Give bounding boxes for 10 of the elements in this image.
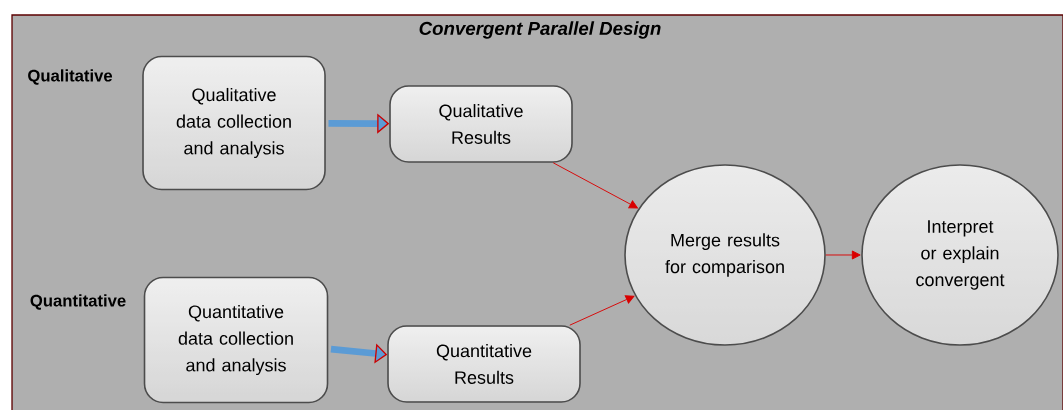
arrow (825, 250, 861, 260)
title: Convergent Parallel Design (419, 21, 661, 39)
process-box: Quantitative data collection and analysis (143, 276, 329, 404)
arrow (569, 295, 635, 326)
process-box: Qualitative Results (389, 85, 573, 163)
row-label: Quantitative (30, 294, 126, 310)
process-box: Qualitative data collection and analysis (142, 55, 326, 191)
row-label: Qualitative (28, 69, 113, 85)
arrow (552, 162, 638, 209)
process-box: Quantitative Results (387, 325, 581, 403)
